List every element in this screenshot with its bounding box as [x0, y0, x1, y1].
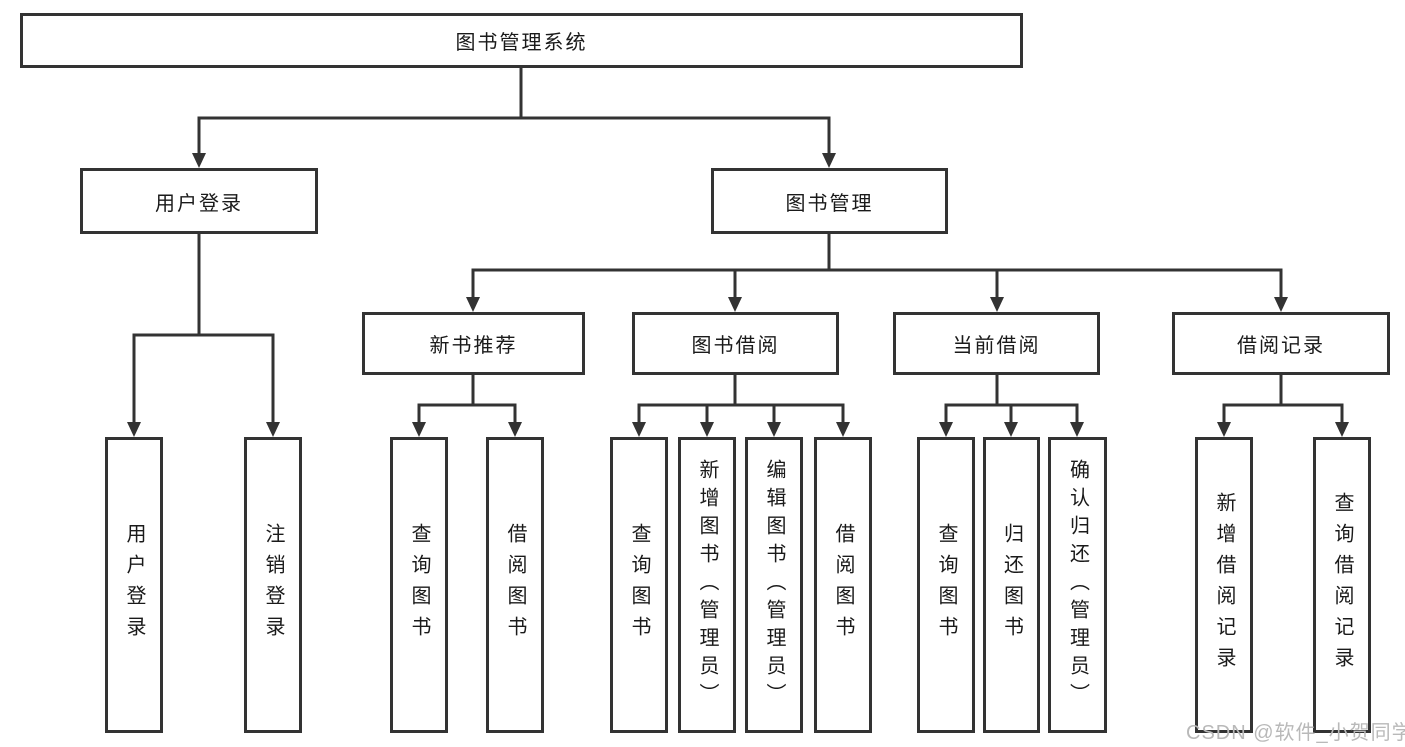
leaf-confirm-return-admin: 确认归还（管理员） [1048, 437, 1107, 733]
leaf-query-books-b-label: 查询图书 [628, 523, 650, 647]
leaf-user-login: 用户登录 [105, 437, 163, 733]
arrowhead-to-book-borrow [728, 297, 742, 312]
connector-user-login-branch [132, 234, 275, 423]
node-user-login: 用户登录 [80, 168, 318, 234]
node-current-borrow-label: 当前借阅 [952, 335, 1041, 357]
node-root: 图书管理系统 [20, 13, 1023, 68]
arrowhead-to-leaf-logout [266, 422, 280, 437]
arrowhead-to-leaf-edit-books [767, 422, 781, 437]
leaf-logout: 注销登录 [244, 437, 302, 733]
node-root-label: 图书管理系统 [455, 32, 588, 54]
node-book-mgmt: 图书管理 [711, 168, 948, 234]
arrowhead-to-leaf-borrow-books-a [508, 422, 522, 437]
leaf-logout-label: 注销登录 [262, 523, 284, 647]
leaf-add-books-admin: 新增图书（管理员） [678, 437, 736, 733]
leaf-query-books-a-label: 查询图书 [408, 523, 430, 647]
leaf-query-books-b: 查询图书 [610, 437, 668, 733]
node-user-login-label: 用户登录 [155, 192, 243, 215]
leaf-query-books-c: 查询图书 [917, 437, 975, 733]
node-borrow-records-label: 借阅记录 [1237, 335, 1325, 357]
leaf-edit-books-admin-label: 编辑图书（管理员） [763, 459, 785, 711]
leaf-return-books: 归还图书 [983, 437, 1040, 733]
connector-borrow-records-branch [1222, 375, 1344, 423]
node-new-book-rec: 新书推荐 [362, 312, 585, 375]
connector-current-borrow-branch [944, 375, 1079, 423]
connector-book-borrow-branch [637, 375, 845, 423]
leaf-add-books-admin-label: 新增图书（管理员） [696, 459, 718, 711]
leaf-query-borrow-record: 查询借阅记录 [1313, 437, 1371, 733]
leaf-user-login-label: 用户登录 [123, 523, 145, 647]
watermark-text: CSDN @软件_小贺同学 [1186, 722, 1405, 744]
node-current-borrow: 当前借阅 [893, 312, 1100, 375]
node-book-mgmt-label: 图书管理 [785, 192, 874, 215]
arrowhead-to-book-mgmt [822, 153, 836, 168]
connector-book-mgmt-branch [471, 234, 1283, 297]
leaf-borrow-books-b: 借阅图书 [814, 437, 872, 733]
arrowhead-to-leaf-confirm-return [1070, 422, 1084, 437]
arrowhead-to-leaf-add-books [700, 422, 714, 437]
leaf-confirm-return-admin-label: 确认归还（管理员） [1066, 459, 1089, 711]
arrowhead-to-leaf-borrow-books-b [836, 422, 850, 437]
leaf-query-books-a: 查询图书 [390, 437, 448, 733]
node-new-book-rec-label: 新书推荐 [429, 335, 518, 357]
connector-new-book-rec-branch [417, 375, 517, 423]
leaf-borrow-books-a: 借阅图书 [486, 437, 544, 733]
leaf-add-borrow-record: 新增借阅记录 [1195, 437, 1253, 733]
node-borrow-records: 借阅记录 [1172, 312, 1390, 375]
arrowhead-to-leaf-add-borrow-record [1217, 422, 1231, 437]
leaf-return-books-label: 归还图书 [1000, 523, 1023, 647]
node-book-borrow-label: 图书借阅 [691, 335, 780, 357]
node-book-borrow: 图书借阅 [632, 312, 839, 375]
arrowhead-to-current-borrow [990, 297, 1004, 312]
leaf-add-borrow-record-label: 新增借阅记录 [1213, 492, 1235, 678]
arrowhead-to-leaf-return-books [1004, 422, 1018, 437]
arrowhead-to-new-book-rec [466, 297, 480, 312]
connector-root-to-level2 [197, 68, 831, 153]
leaf-borrow-books-b-label: 借阅图书 [832, 523, 854, 647]
leaf-query-borrow-record-label: 查询借阅记录 [1331, 492, 1353, 678]
leaf-query-books-c-label: 查询图书 [935, 523, 957, 647]
arrowhead-to-borrow-records [1274, 297, 1288, 312]
leaf-borrow-books-a-label: 借阅图书 [504, 523, 526, 647]
arrowhead-to-user-login [192, 153, 206, 168]
arrowhead-to-leaf-user-login [127, 422, 141, 437]
arrowhead-to-leaf-query-borrow-record [1335, 422, 1349, 437]
arrowhead-to-leaf-query-books-b [632, 422, 646, 437]
leaf-edit-books-admin: 编辑图书（管理员） [745, 437, 803, 733]
arrowhead-to-leaf-query-books-c [939, 422, 953, 437]
arrowhead-to-leaf-query-books-a [412, 422, 426, 437]
